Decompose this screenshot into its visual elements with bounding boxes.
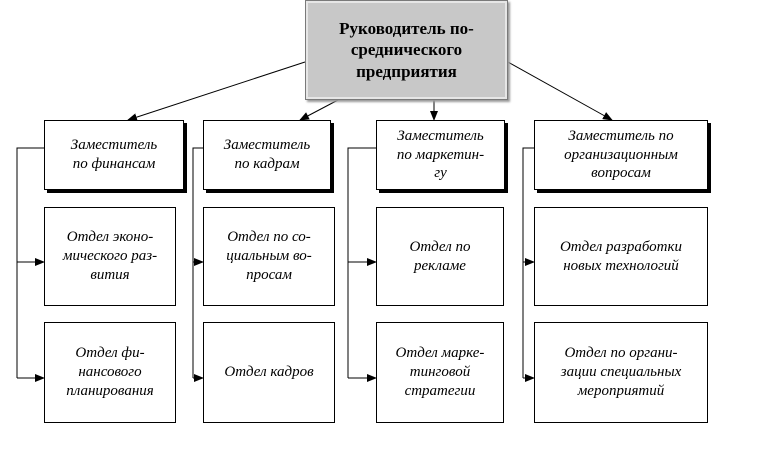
dept-planning-label: Отдел фи- нансового планирования [66, 345, 154, 399]
dept-social-box: Отдел по со- циальным во- просам [203, 207, 335, 306]
dept-econ-label: Отдел эконо- мического раз- вития [62, 229, 158, 283]
head-box: Руководитель по- среднического предприят… [305, 0, 508, 100]
deputy-finance-label: Заместитель по финансам [70, 137, 158, 172]
arrow-head-to-deputy-org [507, 61, 613, 121]
deputy-marketing-label: Заместитель по маркетин- гу [396, 127, 485, 182]
dept-events-box: Отдел по органи- зации специальных мероп… [534, 322, 708, 423]
dept-strategy-box: Отдел марке- тинговой стратегии [376, 322, 504, 423]
bracket-marketing [347, 147, 376, 378]
bracket-finance [16, 147, 44, 378]
deputy-finance-box: Заместитель по финансам [44, 120, 184, 190]
dept-advertising-label: Отдел по рекламе [409, 238, 471, 274]
dept-tech-label: Отдел разработки новых технологий [559, 238, 683, 274]
deputy-org-box: Заместитель по организационным вопросам [534, 120, 708, 190]
head-label: Руководитель по- среднического предприят… [339, 19, 474, 81]
dept-tech-box: Отдел разработки новых технологий [534, 207, 708, 306]
dept-econ-box: Отдел эконо- мического раз- вития [44, 207, 176, 306]
deputy-hr-label: Заместитель по кадрам [223, 137, 311, 172]
deputy-marketing-box: Заместитель по маркетин- гу [376, 120, 505, 190]
bracket-org [522, 147, 534, 378]
dept-planning-box: Отдел фи- нансового планирования [44, 322, 176, 423]
dept-personnel-label: Отдел кадров [224, 364, 314, 381]
dept-events-label: Отдел по органи- зации специальных мероп… [560, 345, 682, 399]
arrow-head-to-deputy-finance [127, 61, 306, 121]
arrow-head-to-deputy-hr [299, 99, 339, 121]
deputy-org-label: Заместитель по организационным вопросам [564, 127, 678, 182]
dept-strategy-label: Отдел марке- тинговой стратегии [395, 345, 485, 399]
deputy-hr-box: Заместитель по кадрам [203, 120, 331, 190]
dept-advertising-box: Отдел по рекламе [376, 207, 504, 306]
bracket-hr [192, 147, 203, 378]
dept-social-label: Отдел по со- циальным во- просам [226, 229, 312, 283]
dept-personnel-box: Отдел кадров [203, 322, 335, 423]
